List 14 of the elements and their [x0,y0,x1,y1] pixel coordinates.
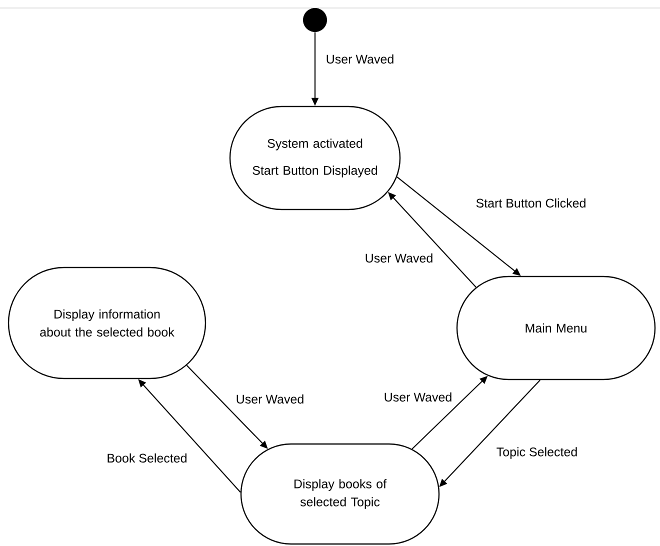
edge-label: User Waved [234,393,306,405]
arrow [186,365,268,449]
edge-label: Book Selected [106,452,188,464]
initial-state-dot [303,8,327,32]
state-box: Display books of selected Topic [240,443,440,545]
arrow [388,192,476,288]
state-box: Display information about the selected book [8,266,206,380]
edge-label: User Waved [324,53,396,65]
edge-label: User Waved [364,252,434,264]
state-box: Main Menu [456,276,656,380]
edge-label: Start Button Clicked [474,197,588,209]
edge-label: User Waved [382,391,454,403]
state-box: System activated Start Button Displayed [229,106,401,210]
edge-label: Topic Selected [495,446,579,460]
